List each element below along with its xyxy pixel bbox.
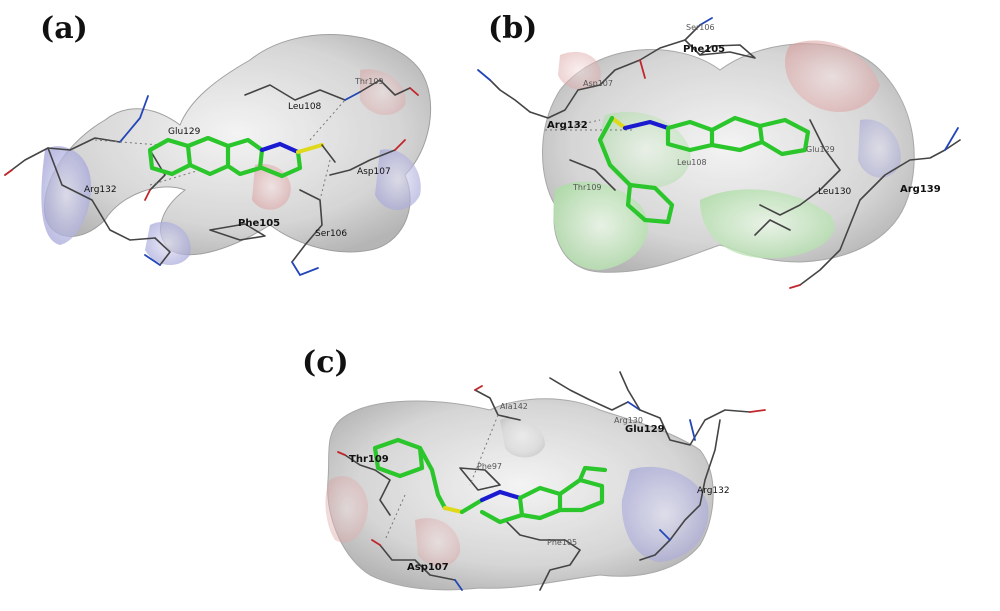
residue-label: Asp107 [583, 79, 613, 88]
panel-b-label: (b) [488, 11, 537, 46]
panel-c-residue-labels: Ala142 Arg130 Glu129 Thr109 Phe97 Arg132… [349, 402, 730, 573]
residue-label: Ser106 [686, 23, 715, 32]
residue-label: Arg132 [84, 185, 117, 195]
panel-c: (c) [302, 345, 766, 591]
panel-a-ligand [147, 135, 336, 179]
panel-a-surface [41, 34, 432, 266]
panel-b: (b) [477, 11, 961, 289]
residue-label: Phe97 [477, 462, 502, 471]
residue-label: Leu108 [677, 158, 707, 167]
panel-c-surface [325, 398, 714, 591]
residue-label: Asp107 [357, 167, 391, 177]
residue-label: Glu129 [806, 145, 835, 154]
panel-c-residue-sticks [337, 371, 766, 591]
panel-c-label: (c) [302, 345, 349, 380]
panel-b-ligand [597, 115, 811, 225]
residue-label: Arg139 [900, 184, 941, 195]
residue-label: Thr109 [572, 183, 602, 192]
panel-a-residue-labels: Thr109 Leu108 Glu129 Asp107 Arg132 Phe10… [84, 77, 391, 239]
residue-label: Arg132 [547, 120, 588, 131]
residue-label: Phe105 [238, 218, 280, 229]
residue-label: Ser106 [315, 229, 347, 239]
residue-label: Phe105 [547, 538, 577, 547]
panel-b-residue-sticks [477, 17, 961, 289]
residue-label: Glu129 [625, 424, 665, 435]
residue-label: Arg130 [614, 416, 643, 425]
residue-label: Ala142 [500, 402, 528, 411]
residue-label: Leu108 [288, 102, 322, 112]
panel-a: (a) [4, 11, 432, 277]
residue-label: Thr109 [354, 77, 384, 86]
panel-b-residue-labels: Ser106 Phe105 Asp107 Arg132 Leu108 Thr10… [547, 23, 941, 197]
residue-label: Glu129 [168, 127, 201, 137]
panel-a-label: (a) [40, 11, 88, 46]
panel-a-residue-sticks [4, 79, 419, 277]
residue-label: Phe105 [683, 44, 725, 55]
panel-b-surface [542, 40, 915, 273]
panel-c-ligand [372, 437, 608, 525]
residue-label: Leu130 [818, 187, 852, 197]
residue-label: Arg132 [697, 486, 730, 496]
residue-label: Asp107 [407, 562, 449, 573]
residue-label: Thr109 [349, 454, 389, 465]
